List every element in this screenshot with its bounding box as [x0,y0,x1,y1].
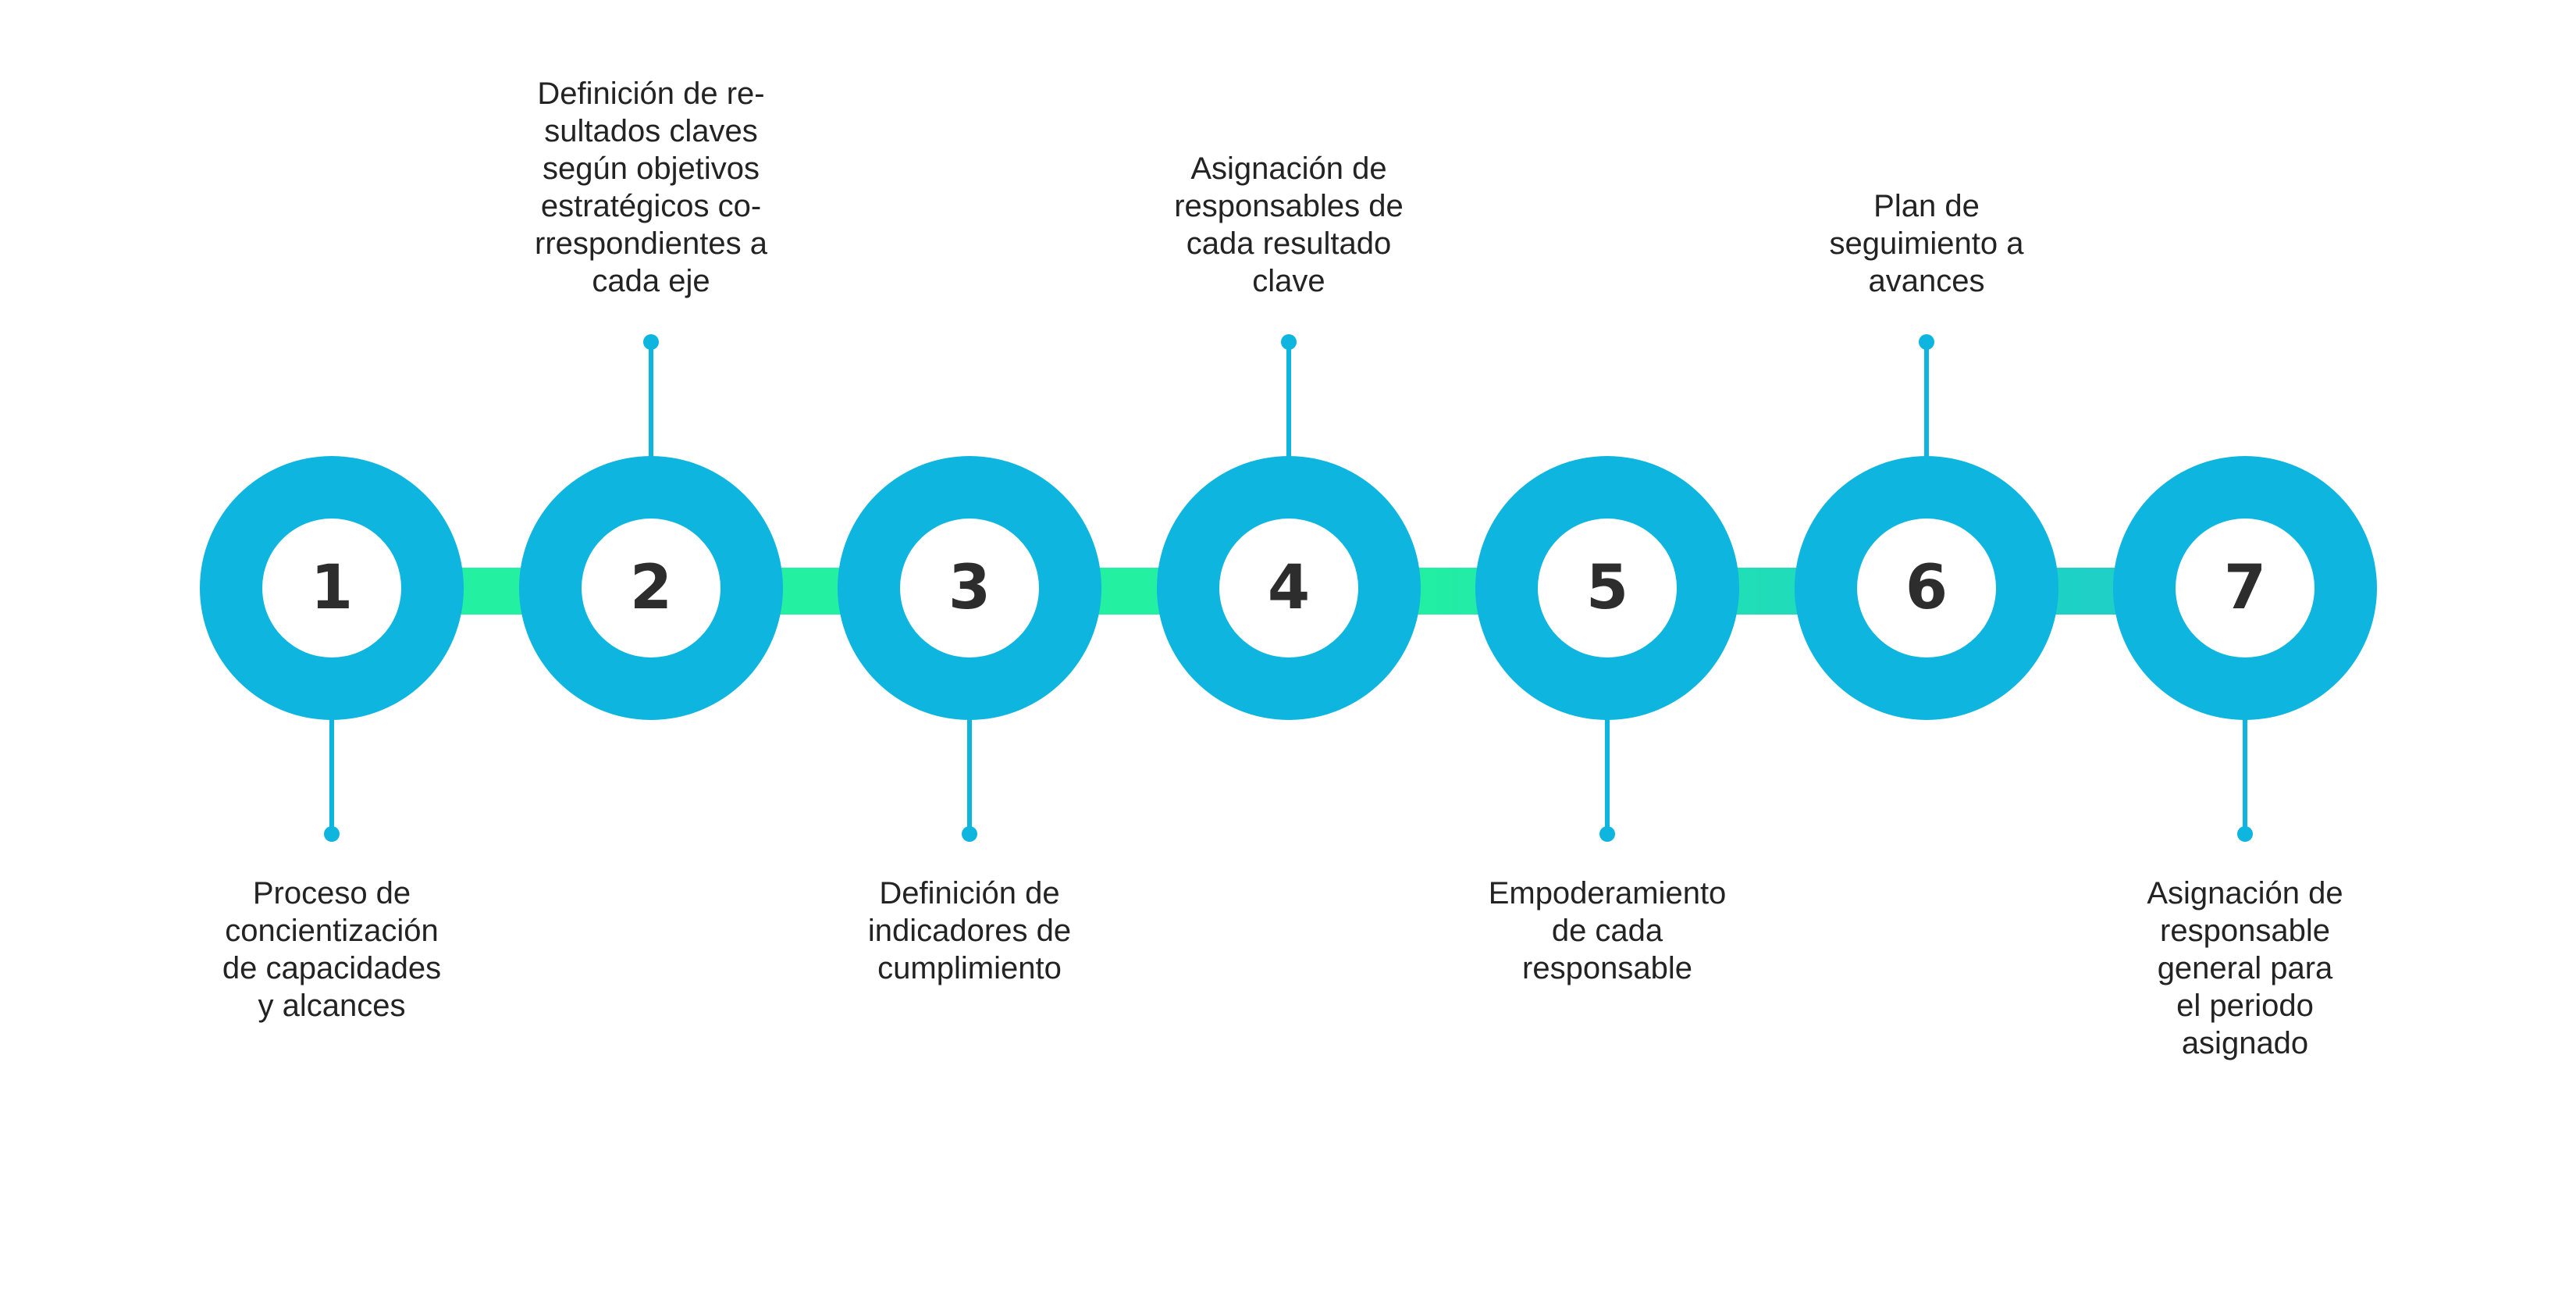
step-stem-dot [1599,826,1615,842]
step-number: 4 [1267,553,1311,623]
step-number: 7 [2223,553,2267,623]
step-stem-dot [2237,826,2253,842]
step-stem-line [329,717,334,834]
step-number: 1 [310,553,354,623]
step-circle-inner: 1 [262,518,401,657]
step-circle-inner: 6 [1857,518,1996,657]
step-label: Proceso de concientización de capacidade… [222,876,442,1023]
step-stem-line [967,717,972,834]
step-circle: 7 [2113,456,2377,720]
step-stem-dot [1919,334,1934,350]
step-label: Empoderamiento de cada responsable [1488,876,1727,985]
step-stem-dot [324,826,340,842]
step-circle: 6 [1795,456,2058,720]
step-number: 3 [948,553,991,623]
step-circle: 1 [200,456,464,720]
step-label: Asignación de responsables de cada resul… [1174,151,1404,298]
step-number: 5 [1585,553,1629,623]
step-stem-dot [962,826,977,842]
step-label: Definición de re- sultados claves según … [535,77,767,298]
step-label: Definición de indicadores de cumplimient… [867,876,1072,985]
step-label: Plan de seguimiento a avances [1829,189,2024,298]
step-circle: 4 [1157,456,1421,720]
step-stem-dot [1281,334,1297,350]
step-circle: 5 [1475,456,1739,720]
step-stem-line [2243,717,2247,834]
step-circle-inner: 3 [900,518,1039,657]
step-circle-inner: 2 [582,518,720,657]
step-stem-line [1605,717,1610,834]
step-stem-line [649,342,653,459]
step-circle-inner: 7 [2176,518,2314,657]
step-stem-line [1924,342,1929,459]
step-number: 2 [629,553,673,623]
step-circle: 3 [838,456,1101,720]
step-circle: 2 [519,456,783,720]
step-stem-line [1286,342,1291,459]
step-label: Asignación de responsable general para e… [2147,876,2343,1060]
step-circle-inner: 5 [1538,518,1677,657]
step-number: 6 [1905,553,1948,623]
step-stem-dot [643,334,659,350]
step-circle-inner: 4 [1219,518,1358,657]
